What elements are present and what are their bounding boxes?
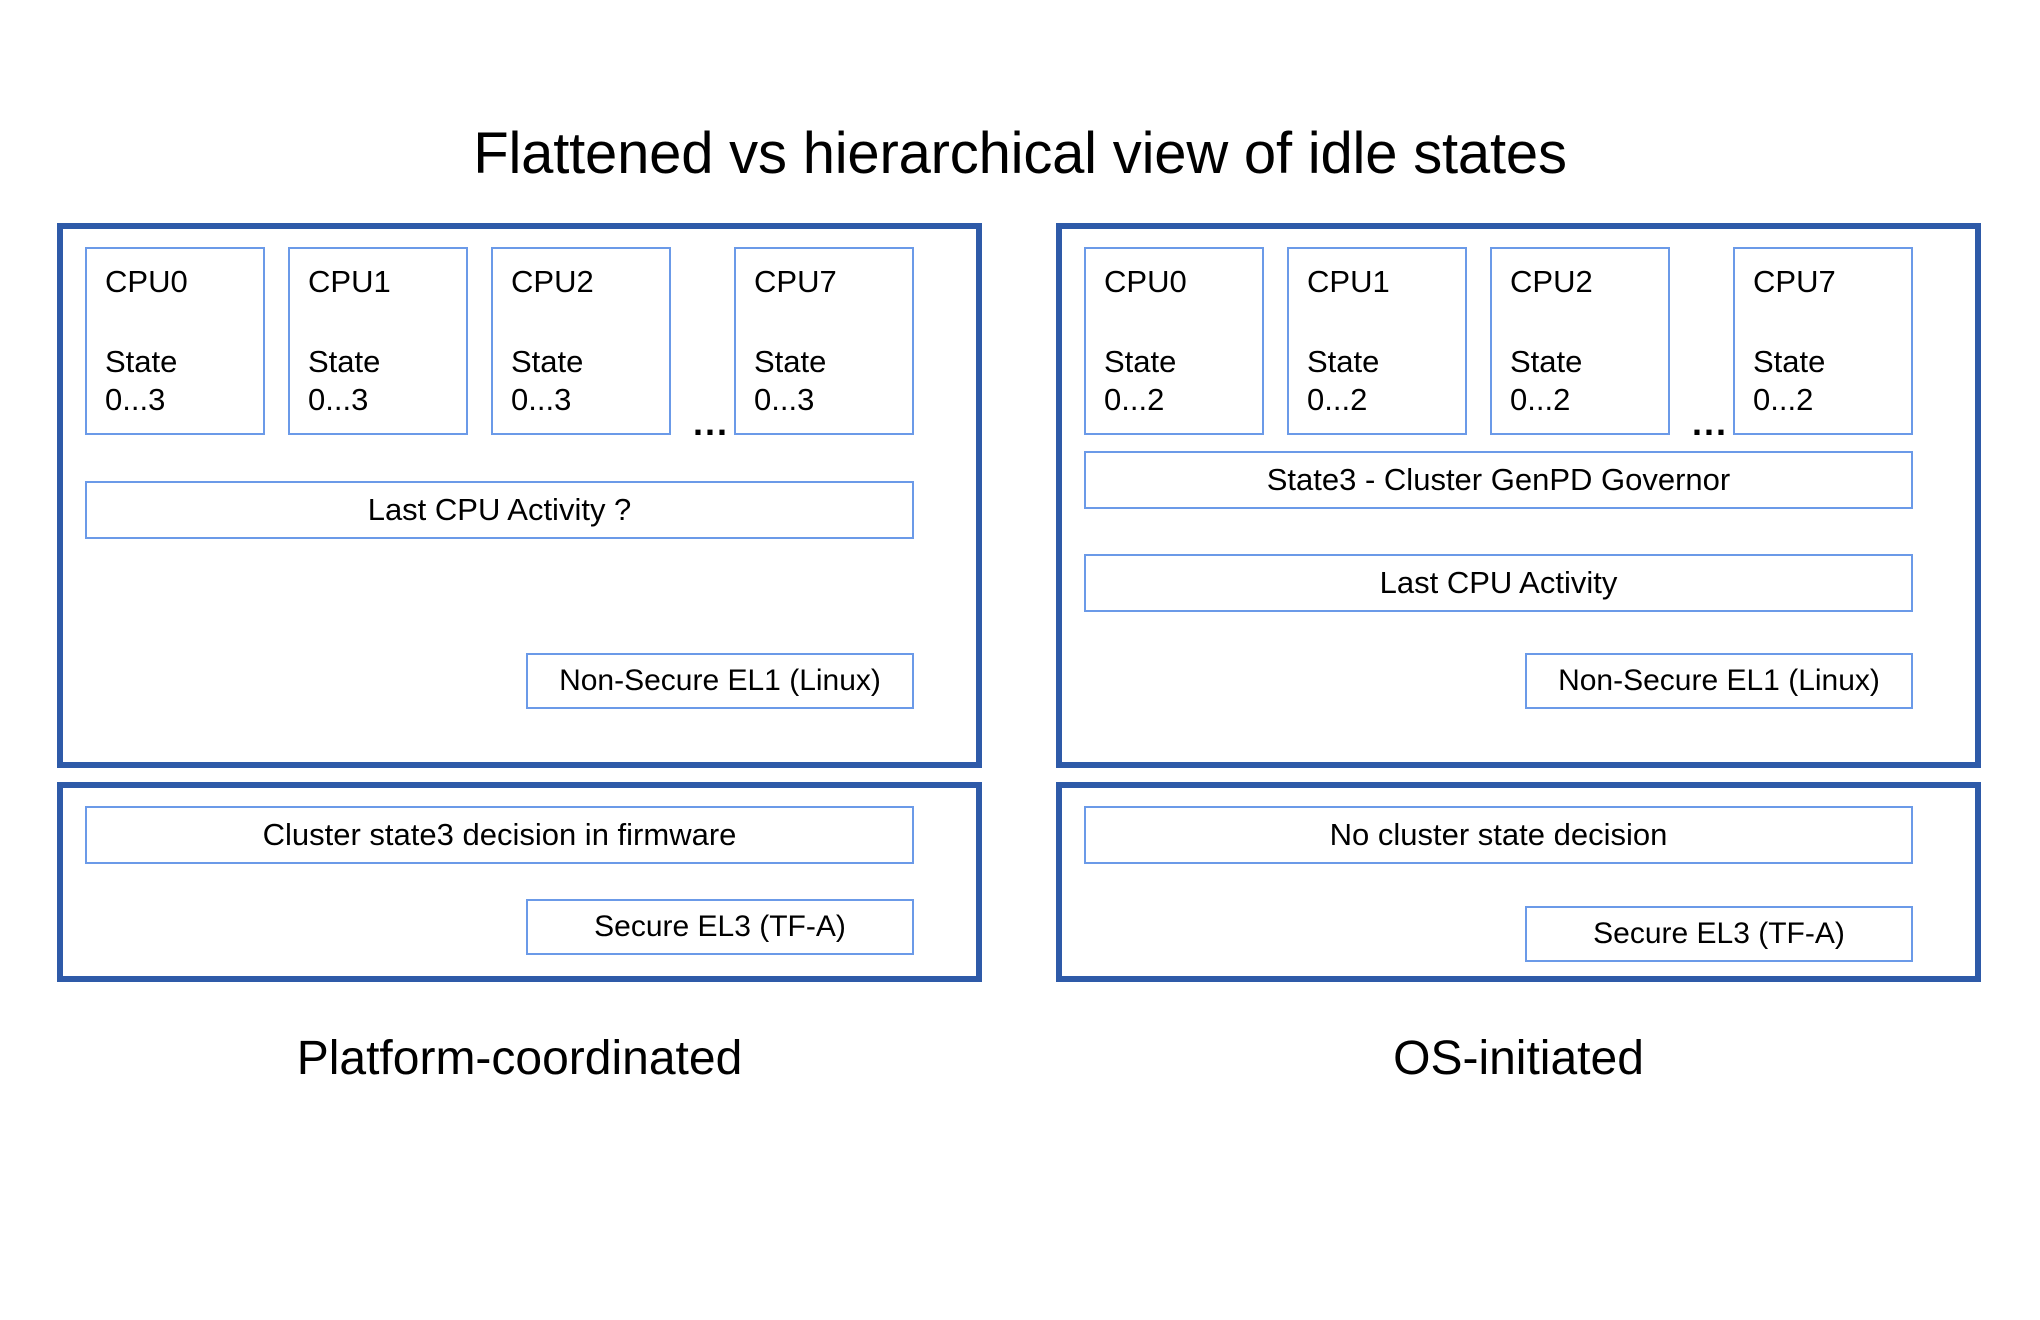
cpu-state: State 0...2 (1307, 343, 1465, 419)
cpu-state-range: 0...3 (105, 382, 166, 417)
cpu-state-range: 0...2 (1510, 382, 1571, 417)
left-cpu-ellipsis: ... (693, 402, 730, 443)
cpu-label: CPU0 (105, 264, 188, 299)
right-cpu-box-1: CPU1 State 0...2 (1287, 247, 1467, 435)
cpu-state-range: 0...2 (1307, 382, 1368, 417)
cpu-state: State 0...3 (308, 343, 466, 419)
cpu-state-range: 0...3 (308, 382, 369, 417)
right-cpu-box-7: CPU7 State 0...2 (1733, 247, 1913, 435)
cpu-label: CPU7 (754, 264, 837, 299)
cpu-state-range: 0...3 (754, 382, 815, 417)
cpu-state-label: State (308, 344, 381, 379)
cpu-state-label: State (1307, 344, 1380, 379)
cpu-state: State 0...3 (754, 343, 912, 419)
right-caption: OS-initiated (1393, 1032, 1644, 1085)
cpu-state-range: 0...2 (1753, 382, 1814, 417)
right-cpu-ellipsis: ... (1692, 402, 1729, 443)
right-nonsecure-el1-label: Non-Secure EL1 (Linux) (1525, 653, 1913, 709)
right-secure-panel: No cluster state decision Secure EL3 (TF… (1056, 782, 1981, 982)
cpu-state: State 0...3 (105, 343, 263, 419)
left-secure-el3-label: Secure EL3 (TF-A) (526, 899, 914, 955)
cpu-state-label: State (511, 344, 584, 379)
cpu-label: CPU7 (1753, 264, 1836, 299)
cpu-state-range: 0...3 (511, 382, 572, 417)
right-cluster-genpd-governor-box: State3 - Cluster GenPD Governor (1084, 451, 1913, 509)
left-nonsecure-panel: CPU0 State 0...3 CPU1 State 0...3 CPU2 S… (57, 223, 982, 768)
left-cluster-decision-box: Cluster state3 decision in firmware (85, 806, 914, 864)
right-cpu-box-2: CPU2 State 0...2 (1490, 247, 1670, 435)
right-secure-el3-label: Secure EL3 (TF-A) (1525, 906, 1913, 962)
right-no-cluster-decision-box: No cluster state decision (1084, 806, 1913, 864)
left-caption: Platform-coordinated (296, 1032, 743, 1085)
cpu-state-label: State (1104, 344, 1177, 379)
left-cpu-box-0: CPU0 State 0...3 (85, 247, 265, 435)
cpu-state: State 0...2 (1510, 343, 1668, 419)
cpu-label: CPU2 (511, 264, 594, 299)
left-cpu-box-2: CPU2 State 0...3 (491, 247, 671, 435)
cpu-label: CPU2 (1510, 264, 1593, 299)
cpu-state: State 0...2 (1104, 343, 1262, 419)
left-secure-panel: Cluster state3 decision in firmware Secu… (57, 782, 982, 982)
cpu-state-label: State (754, 344, 827, 379)
left-nonsecure-el1-label: Non-Secure EL1 (Linux) (526, 653, 914, 709)
cpu-state-label: State (105, 344, 178, 379)
cpu-label: CPU0 (1104, 264, 1187, 299)
left-cpu-box-7: CPU7 State 0...3 (734, 247, 914, 435)
right-last-cpu-activity-box: Last CPU Activity (1084, 554, 1913, 612)
cpu-label: CPU1 (308, 264, 391, 299)
cpu-state-range: 0...2 (1104, 382, 1165, 417)
cpu-state: State 0...2 (1753, 343, 1911, 419)
cpu-state-label: State (1753, 344, 1826, 379)
right-nonsecure-panel: CPU0 State 0...2 CPU1 State 0...2 CPU2 S… (1056, 223, 1981, 768)
left-cpu-box-1: CPU1 State 0...3 (288, 247, 468, 435)
right-cpu-box-0: CPU0 State 0...2 (1084, 247, 1264, 435)
left-last-cpu-activity-box: Last CPU Activity ? (85, 481, 914, 539)
cpu-state: State 0...3 (511, 343, 669, 419)
cpu-label: CPU1 (1307, 264, 1390, 299)
page-title: Flattened vs hierarchical view of idle s… (473, 121, 1567, 186)
cpu-state-label: State (1510, 344, 1583, 379)
